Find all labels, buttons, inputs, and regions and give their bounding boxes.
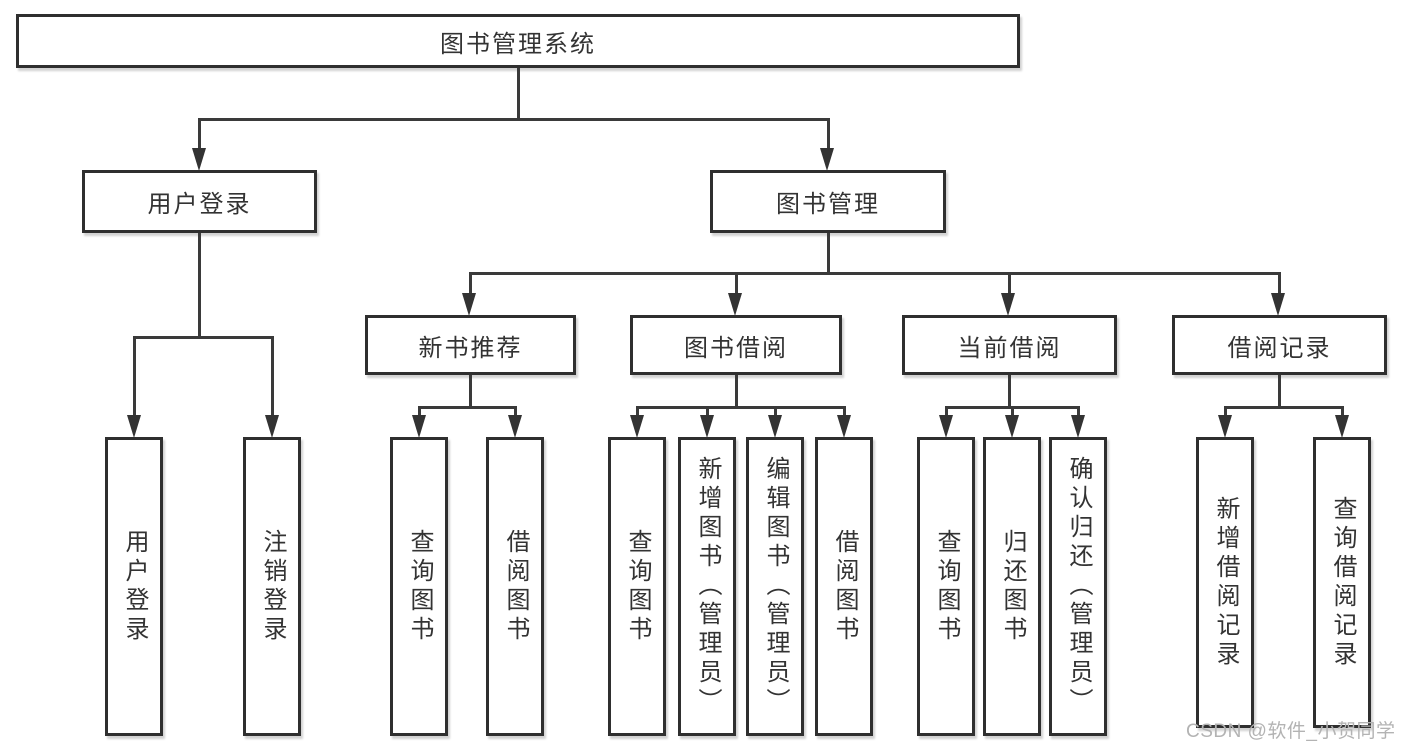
node-label: 当前借阅 — [957, 334, 1062, 362]
leaf-label: 新增借阅记录 — [1212, 495, 1239, 670]
connector-leaf-stem — [1011, 406, 1014, 420]
connector-level3-rail — [469, 272, 1280, 275]
arrow-down-icon — [820, 148, 834, 171]
connector-leaf-stem — [1224, 406, 1227, 420]
csdn-watermark: CSDN @软件_小贺同学 — [1186, 721, 1396, 742]
connector-leaf-stem — [418, 406, 421, 420]
connector-leaf-stem — [774, 406, 777, 420]
node-label: 借阅记录 — [1227, 334, 1332, 362]
node-label: 图书管理 — [776, 191, 880, 218]
node-label: 图书管理系统 — [440, 30, 596, 58]
connector-leaf-stem — [514, 406, 517, 420]
leaf-query-book-recommend: 查询图书 — [390, 437, 448, 736]
connector-leaf-stem — [706, 406, 709, 420]
connector-stem-to-new-book-recommend — [469, 272, 472, 296]
arrow-down-icon — [837, 415, 851, 438]
arrow-down-icon — [700, 415, 714, 438]
connector-book-borrow-down — [735, 375, 738, 406]
leaf-query-book-borrow: 查询图书 — [608, 437, 666, 736]
arrow-down-icon — [939, 415, 953, 438]
leaf-label: 新增图书（管理员） — [694, 456, 721, 717]
arrow-down-icon — [265, 415, 279, 438]
leaf-label: 归还图书 — [999, 528, 1026, 645]
node-user-login: 用户登录 — [82, 170, 317, 233]
arrow-down-icon — [412, 415, 426, 438]
connector-stem-to-current-borrow — [1008, 272, 1011, 296]
connector-leaf-stem — [945, 406, 948, 420]
leaf-borrow-book-recommend: 借阅图书 — [486, 437, 544, 736]
node-library-system: 图书管理系统 — [16, 14, 1020, 68]
leaf-logout: 注销登录 — [243, 437, 301, 736]
leaf-label: 用户登录 — [121, 528, 148, 645]
leaf-label: 查询图书 — [624, 528, 651, 645]
leaf-label: 借阅图书 — [502, 528, 529, 645]
connector-stem-to-user-login — [198, 118, 201, 152]
connector-new-book-recommend-rail — [418, 406, 516, 409]
arrow-down-icon — [1071, 415, 1085, 438]
arrow-down-icon — [127, 415, 141, 438]
leaf-add-book-admin: 新增图书（管理员） — [678, 437, 736, 736]
leaf-label: 查询图书 — [933, 528, 960, 645]
leaf-label: 查询图书 — [406, 528, 433, 645]
leaf-add-borrow-record: 新增借阅记录 — [1196, 437, 1254, 728]
leaf-label: 编辑图书（管理员） — [762, 456, 789, 717]
connector-leaf-stem — [133, 336, 136, 420]
arrow-down-icon — [728, 293, 742, 316]
connector-current-borrow-rail — [945, 406, 1079, 409]
leaf-edit-book-admin: 编辑图书（管理员） — [746, 437, 804, 736]
node-current-borrow: 当前借阅 — [902, 315, 1117, 375]
leaf-confirm-return-admin: 确认归还（管理员） — [1049, 437, 1107, 736]
node-label: 用户登录 — [147, 191, 252, 218]
arrow-down-icon — [1218, 415, 1232, 438]
leaf-return-book: 归还图书 — [983, 437, 1041, 736]
arrow-down-icon — [508, 415, 522, 438]
connector-level2-rail — [198, 118, 829, 121]
node-new-book-recommend: 新书推荐 — [365, 315, 576, 375]
connector-stem-to-book-management — [827, 118, 830, 152]
arrow-down-icon — [768, 415, 782, 438]
arrow-down-icon — [192, 148, 206, 171]
leaf-label: 查询借阅记录 — [1329, 495, 1356, 670]
arrow-down-icon — [1001, 293, 1015, 316]
node-label: 新书推荐 — [418, 334, 523, 362]
arrow-down-icon — [1335, 415, 1349, 438]
connector-leaf-stem — [1077, 406, 1080, 420]
connector-user-login-down — [198, 233, 201, 338]
leaf-label: 借阅图书 — [831, 528, 858, 645]
connector-new-book-recommend-down — [469, 375, 472, 406]
connector-leaf-stem — [271, 336, 274, 420]
connector-leaf-stem — [636, 406, 639, 420]
leaf-query-book-current: 查询图书 — [917, 437, 975, 736]
arrow-down-icon — [630, 415, 644, 438]
node-borrow-records: 借阅记录 — [1172, 315, 1387, 375]
connector-leaf-stem — [843, 406, 846, 420]
connector-user-login-rail — [133, 336, 273, 339]
connector-borrow-records-down — [1278, 375, 1281, 406]
connector-leaf-stem — [1341, 406, 1344, 420]
leaf-query-borrow-record: 查询借阅记录 — [1313, 437, 1371, 728]
node-book-management: 图书管理 — [710, 170, 946, 233]
connector-book-borrow-rail — [636, 406, 845, 409]
arrow-down-icon — [1271, 293, 1285, 316]
leaf-borrow-book: 借阅图书 — [815, 437, 873, 736]
node-book-borrow: 图书借阅 — [630, 315, 842, 375]
leaf-user-login: 用户登录 — [105, 437, 163, 736]
connector-book-management-down — [827, 233, 830, 274]
leaf-label: 注销登录 — [259, 528, 286, 645]
connector-root-stem — [517, 68, 520, 120]
leaf-label: 确认归还（管理员） — [1065, 456, 1092, 717]
node-label: 图书借阅 — [684, 334, 788, 362]
arrow-down-icon — [1005, 415, 1019, 438]
connector-borrow-records-rail — [1224, 406, 1343, 409]
connector-stem-to-book-borrow — [735, 272, 738, 296]
connector-stem-to-borrow-records — [1278, 272, 1281, 296]
arrow-down-icon — [462, 293, 476, 316]
connector-current-borrow-down — [1008, 375, 1011, 406]
